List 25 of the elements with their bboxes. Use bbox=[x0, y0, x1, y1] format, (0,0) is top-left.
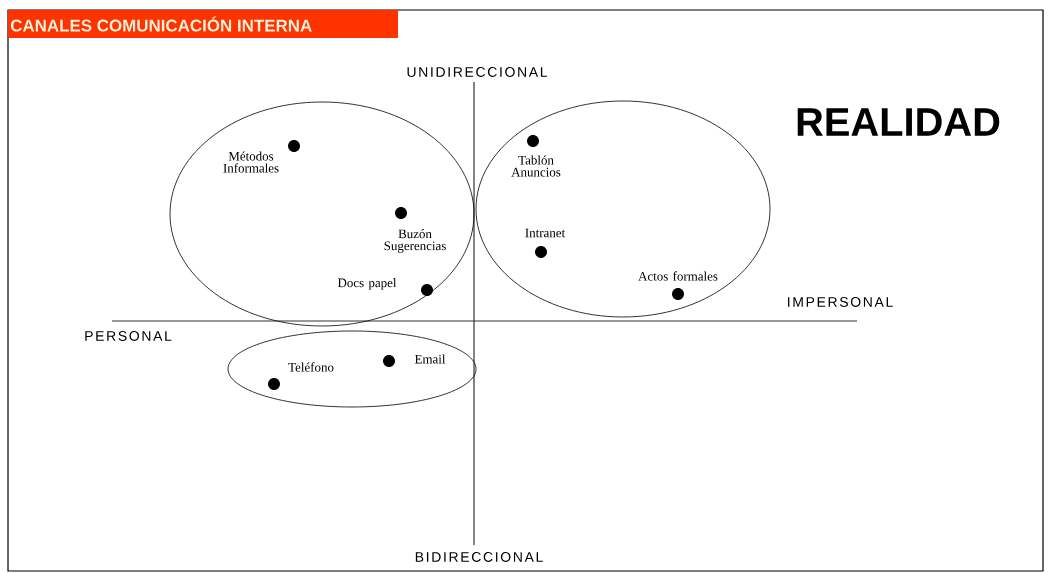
group-ellipse bbox=[227, 330, 477, 408]
data-point: Docs papel bbox=[337, 278, 433, 296]
data-point: Tablón Anuncios bbox=[511, 135, 561, 177]
axis-label: PERSONAL bbox=[85, 331, 172, 341]
data-point: Email bbox=[383, 354, 446, 367]
group-ellipse bbox=[475, 100, 771, 318]
axis-label: BIDIRECCIONAL bbox=[415, 552, 543, 562]
data-point: Intranet bbox=[525, 228, 566, 258]
axis-label: IMPERSONAL bbox=[788, 297, 893, 307]
data-point: Actos formales bbox=[638, 271, 718, 300]
node-label: Teléfono bbox=[288, 362, 334, 372]
node-label: Actos formales bbox=[638, 271, 718, 281]
node-label: Email bbox=[414, 354, 446, 364]
node-label: Docs papel bbox=[337, 278, 397, 290]
data-point: Teléfono bbox=[268, 362, 334, 390]
node-label: Buzón Sugerencias bbox=[384, 229, 446, 253]
title-bar: CANALES COMUNICACIÓN INTERNA bbox=[8, 10, 398, 38]
heading: REALIDAD bbox=[797, 108, 1000, 136]
data-point: Buzón Sugerencias bbox=[384, 207, 446, 253]
group-ellipse bbox=[169, 101, 475, 327]
node-label: Métodos Informales bbox=[223, 151, 279, 173]
node-label: Tablón Anuncios bbox=[511, 155, 561, 177]
data-point: Métodos Informales bbox=[223, 140, 300, 173]
axis-label: UNIDIRECCIONAL bbox=[407, 67, 548, 77]
node-label: Intranet bbox=[525, 228, 566, 238]
